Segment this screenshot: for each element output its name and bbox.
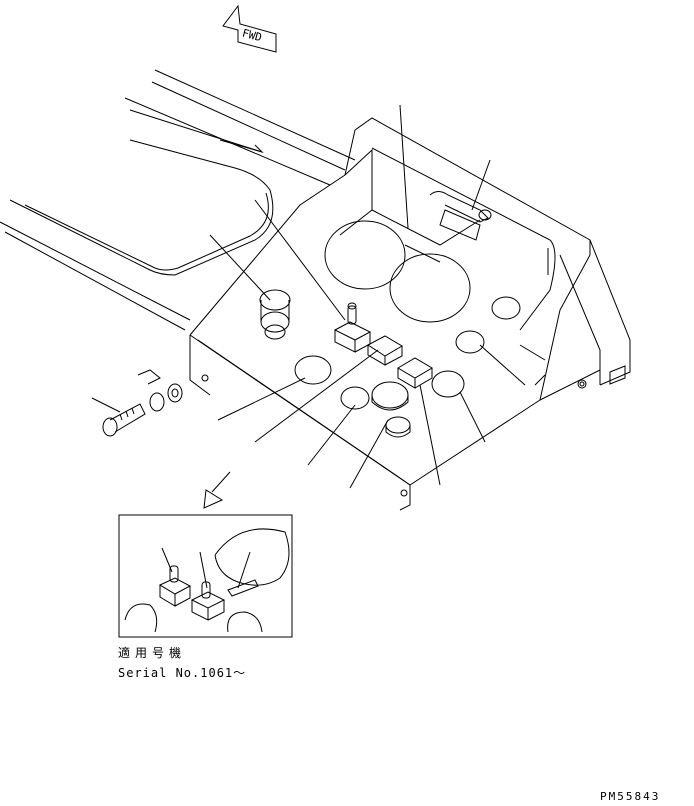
horn-button (371, 381, 411, 438)
gauges (324, 220, 471, 323)
plug-left (294, 355, 332, 385)
lamp-holder (429, 191, 492, 241)
bolt-washer-set (91, 369, 183, 437)
plug-lower-right (431, 370, 465, 398)
serial-number-note: Serial No.1061～ (118, 666, 247, 680)
fwd-arrow: FWD (222, 4, 277, 53)
gauge-left (324, 220, 406, 290)
washer-2 (167, 383, 183, 403)
key-switch (259, 289, 291, 340)
floor-frame (0, 69, 356, 331)
detail-toggle-a (158, 565, 192, 607)
detail-toggle-b (190, 581, 226, 621)
washer-1 (149, 392, 165, 412)
dashboard-panel (189, 117, 631, 511)
detail-view (118, 514, 293, 638)
plug-upper-right (491, 296, 521, 320)
toggle-switch (333, 302, 372, 353)
detail-arrow (203, 471, 231, 509)
fwd-arrow-label: FWD (241, 27, 264, 45)
plug-lower-left (340, 386, 370, 410)
plug-mid-right (455, 330, 485, 354)
plugs (294, 296, 521, 410)
drawing-number: PM55843 (600, 790, 661, 803)
applicable-units-note: 適用号機 (118, 646, 187, 660)
leader-lines (209, 104, 549, 489)
indicator-lamps (367, 335, 433, 389)
gauge-right (389, 253, 471, 323)
